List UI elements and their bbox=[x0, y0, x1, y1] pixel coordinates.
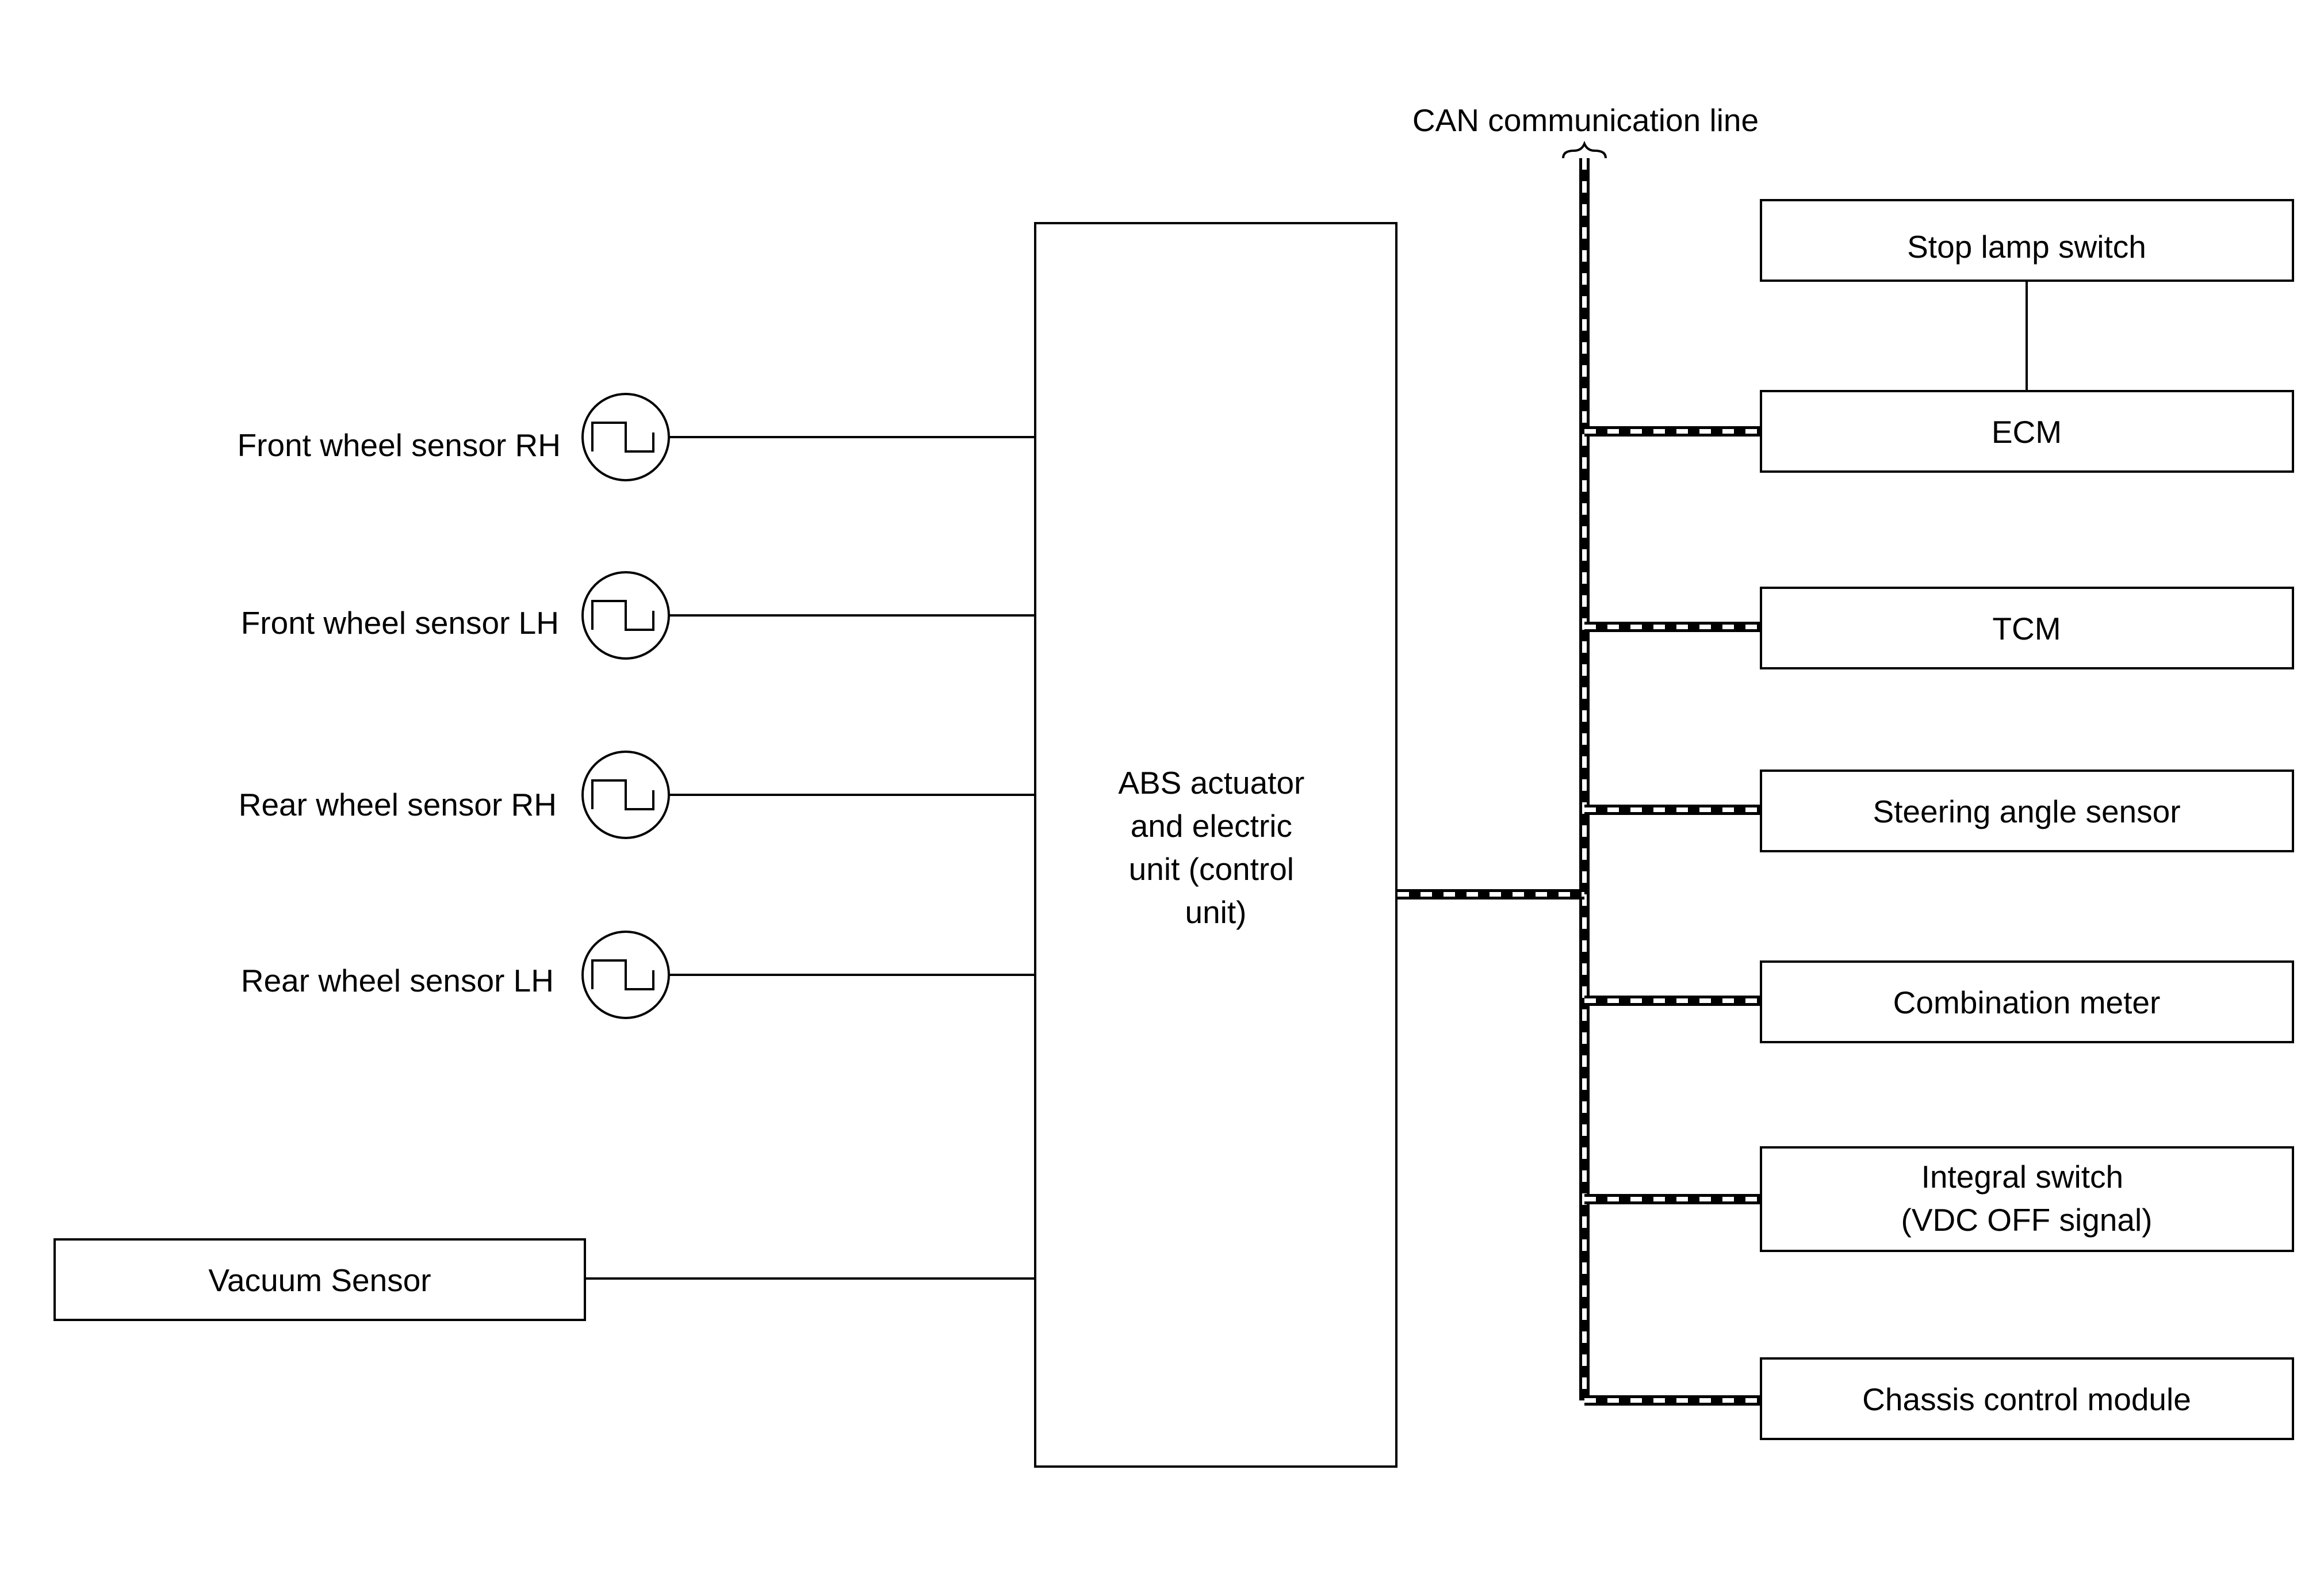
module-label: ECM bbox=[1992, 414, 2062, 450]
can-line-label: CAN communication line bbox=[1412, 102, 1759, 138]
module-ecm: ECM bbox=[1760, 390, 2294, 473]
wheel-sensor-front-lh: Front wheel sensor LH bbox=[241, 571, 1035, 660]
stop-lamp-switch: Stop lamp switch bbox=[1760, 199, 2294, 391]
module-label: Integral switch (VDC OFF signal) bbox=[1901, 1159, 2153, 1238]
wheel-sensor-label: Front wheel sensor RH bbox=[238, 427, 561, 463]
wheel-sensor-label: Front wheel sensor LH bbox=[241, 605, 559, 641]
can-line-brace bbox=[1562, 140, 1607, 159]
module-label: Combination meter bbox=[1893, 985, 2161, 1020]
module-steering-angle-sensor: Steering angle sensor bbox=[1760, 770, 2294, 852]
module-label: Chassis control module bbox=[1862, 1381, 2191, 1417]
control-unit: ABS actuator and electric unit (control … bbox=[1034, 222, 1398, 1468]
control-unit-label: ABS actuator and electric unit (control … bbox=[1118, 765, 1313, 930]
can-bus bbox=[1398, 140, 1760, 1406]
module-label: TCM bbox=[1992, 611, 2061, 646]
wheel-sensor-label: Rear wheel sensor LH bbox=[241, 963, 554, 998]
module-combination-meter: Combination meter bbox=[1760, 960, 2294, 1043]
wheel-sensor-label: Rear wheel sensor RH bbox=[239, 787, 557, 822]
vacuum-sensor: Vacuum Sensor bbox=[53, 1238, 1035, 1321]
module-tcm: TCM bbox=[1760, 587, 2294, 669]
stop-lamp-switch-label: Stop lamp switch bbox=[1907, 229, 2146, 265]
wheel-sensor-front-rh: Front wheel sensor RH bbox=[238, 393, 1035, 481]
vacuum-sensor-label: Vacuum Sensor bbox=[208, 1262, 431, 1298]
module-integral-switch: Integral switch (VDC OFF signal) bbox=[1760, 1146, 2294, 1252]
wheel-sensor-rear-rh: Rear wheel sensor RH bbox=[239, 751, 1035, 839]
module-label: Steering angle sensor bbox=[1873, 794, 2180, 829]
module-chassis-control: Chassis control module bbox=[1760, 1357, 2294, 1440]
wheel-sensor-rear-lh: Rear wheel sensor LH bbox=[241, 931, 1035, 1019]
